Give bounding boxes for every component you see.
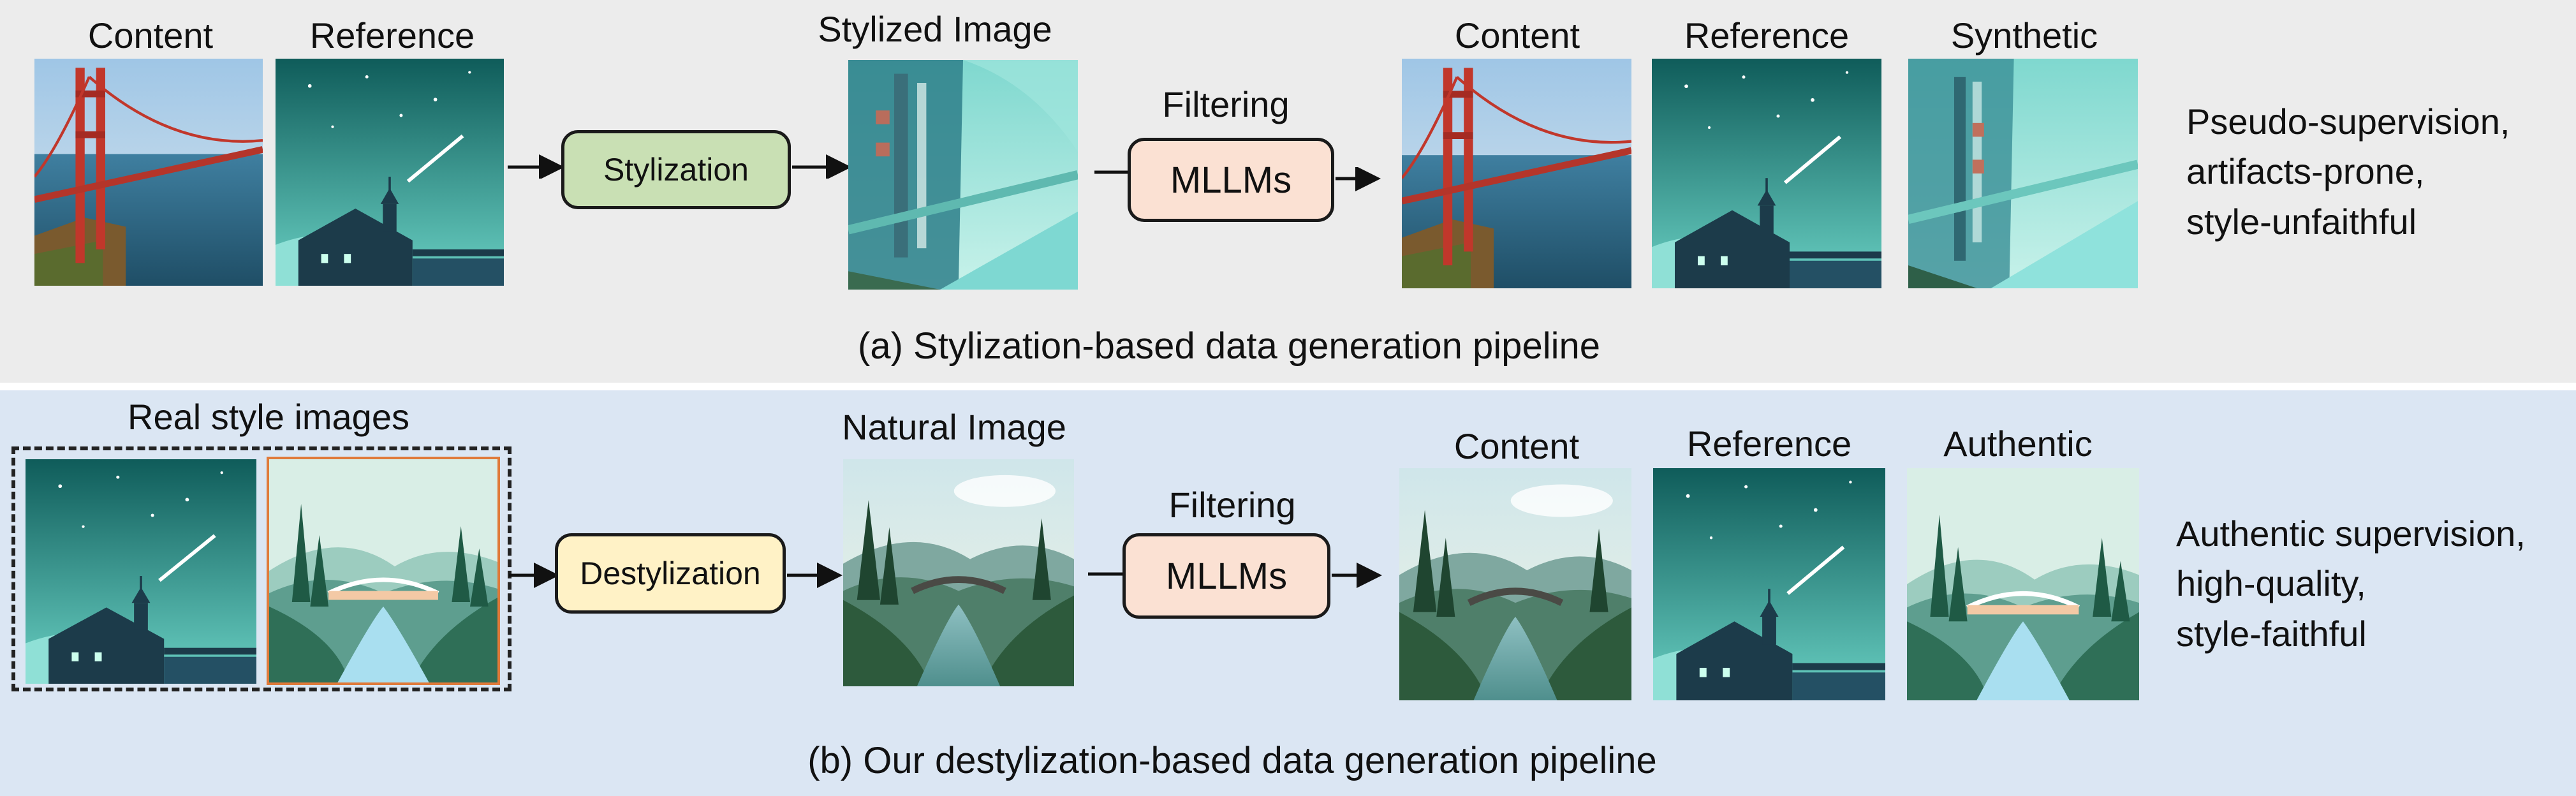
image-night-church-reference — [276, 59, 504, 286]
arrow-to-stylized-image — [792, 154, 851, 179]
mllms-box-b: MLLMs — [1122, 533, 1330, 619]
label-content-a: Content — [87, 15, 214, 55]
image-reference-b — [1653, 468, 1885, 700]
stylization-box: Stylization — [561, 130, 791, 209]
notes-a: Pseudo-supervision, artifacts-prone, sty… — [2186, 97, 2510, 247]
image-synthetic — [1908, 59, 2138, 288]
caption-b: (b) Our destylization-based data generat… — [807, 740, 1657, 781]
note-a-1: Pseudo-supervision, — [2186, 101, 2510, 142]
notes-b: Authentic supervision, high-quality, sty… — [2176, 509, 2526, 659]
image-real-style-night — [26, 459, 256, 684]
image-stylized — [848, 60, 1078, 290]
note-b-3: style-faithful — [2176, 613, 2367, 654]
note-b-2: high-quality, — [2176, 563, 2366, 604]
image-reference-out-a — [1652, 59, 1881, 288]
label-filtering-b: Filtering — [1168, 485, 1296, 525]
note-a-2: artifacts-prone, — [2186, 151, 2425, 192]
image-content-b — [1399, 468, 1631, 700]
mllms-box-a: MLLMs — [1128, 138, 1334, 222]
arrow-from-mllms-b — [1332, 563, 1382, 588]
destylization-box: Destylization — [555, 533, 786, 614]
arrow-to-destylization — [509, 563, 559, 588]
image-real-style-valley — [267, 457, 500, 685]
label-filtering-a: Filtering — [1162, 84, 1290, 124]
label-content-a-out: Content — [1454, 15, 1580, 55]
line-to-mllms-a — [1094, 170, 1129, 174]
arrow-from-mllms-a — [1336, 167, 1381, 191]
arrow-to-natural-image — [787, 563, 843, 588]
note-b-1: Authentic supervision, — [2176, 513, 2526, 554]
label-reference-a: Reference — [309, 15, 475, 55]
line-to-mllms-b — [1088, 572, 1124, 576]
image-content-out-a — [1402, 59, 1631, 288]
caption-a: (a) Stylization-based data generation pi… — [858, 325, 1600, 367]
label-stylized-image: Stylized Image — [818, 9, 1052, 49]
panel-a: Content Reference Stylization document.q… — [0, 0, 2576, 383]
real-style-group — [11, 446, 512, 691]
label-synthetic: Synthetic — [1950, 15, 2098, 55]
image-natural — [843, 459, 1074, 686]
note-a-3: style-unfaithful — [2186, 201, 2417, 242]
label-content-b: Content — [1454, 426, 1580, 466]
label-natural-image: Natural Image — [842, 407, 1066, 447]
image-golden-gate-bridge — [34, 59, 263, 286]
panel-b: Real style images Destylization Natural … — [0, 390, 2576, 796]
label-reference-b: Reference — [1686, 424, 1852, 464]
arrow-to-stylization — [508, 154, 564, 179]
image-authentic — [1907, 468, 2139, 700]
label-real-style-images: Real style images — [128, 397, 409, 437]
label-authentic: Authentic — [1943, 424, 2093, 464]
label-reference-a-out: Reference — [1684, 15, 1850, 55]
